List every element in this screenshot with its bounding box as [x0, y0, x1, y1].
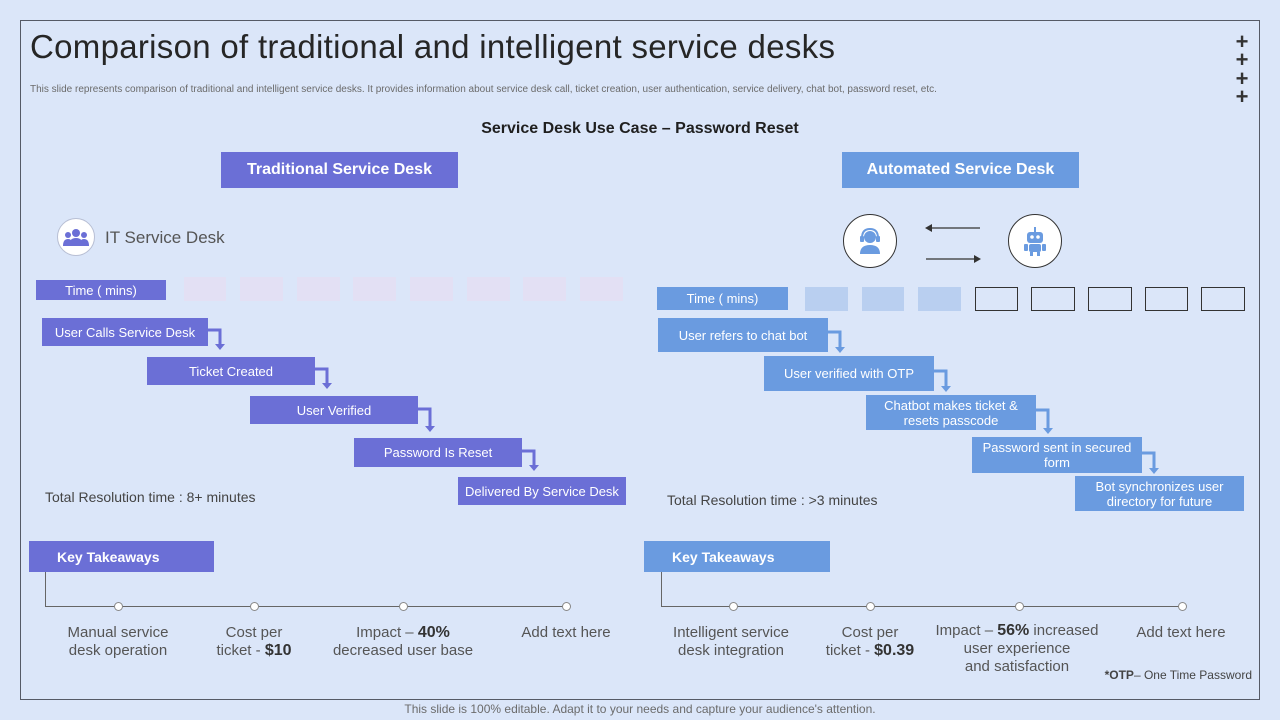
timeline-dot — [866, 602, 875, 611]
takeaway-item: Add text here — [1136, 624, 1226, 641]
traditional-total-time: Total Resolution time : 8+ minutes — [45, 489, 256, 505]
time-cell — [580, 277, 623, 301]
takeaway-item: Impact – 56% increased user experience a… — [935, 622, 1099, 675]
time-axis-label: Time ( mins) — [36, 280, 166, 300]
it-service-desk-label: IT Service Desk — [105, 228, 225, 247]
plus-icon: + — [1235, 84, 1249, 109]
time-cell — [240, 277, 283, 301]
slide-footer: This slide is 100% editable. Adapt it to… — [404, 702, 876, 716]
timeline-line — [45, 606, 567, 607]
automated-heading: Automated Service Desk — [842, 152, 1079, 188]
automated-step: Chatbot makes ticket & resets passcode — [866, 395, 1036, 430]
plus-icon: + — [1235, 66, 1249, 91]
timeline-dot — [114, 602, 123, 611]
traditional-step: Password Is Reset — [354, 438, 522, 467]
automated-step: Password sent in secured form — [972, 437, 1142, 473]
automated-step: User refers to chat bot — [658, 318, 828, 352]
step-arrow-icon — [1036, 408, 1053, 434]
time-cell — [297, 277, 340, 301]
time-axis-label: Time ( mins) — [657, 287, 788, 310]
time-cell — [975, 287, 1018, 311]
time-cell — [805, 287, 848, 311]
timeline-dot — [1015, 602, 1024, 611]
step-arrow-icon — [418, 407, 435, 432]
traditional-key-takeaways: Key Takeaways — [29, 541, 214, 572]
step-arrow-icon — [1142, 451, 1159, 474]
time-cell — [1088, 287, 1132, 311]
takeaway-item: Cost per ticket - $0.39 — [825, 624, 915, 659]
timeline-line — [661, 606, 1183, 607]
step-arrow-icon — [522, 449, 539, 471]
timeline-dot — [1178, 602, 1187, 611]
step-arrow-icon — [208, 328, 225, 350]
agent-headset-icon — [843, 214, 897, 268]
traditional-step: User Calls Service Desk — [42, 318, 208, 346]
otp-footnote: *OTP– One Time Password — [1104, 668, 1252, 682]
timeline-dot — [250, 602, 259, 611]
traditional-step: Ticket Created — [147, 357, 315, 385]
arrow-left-icon — [925, 224, 980, 232]
time-cell — [1145, 287, 1188, 311]
timeline-connector — [661, 572, 662, 607]
step-arrow-icon — [934, 369, 951, 392]
takeaway-item: Cost per ticket - $10 — [216, 624, 292, 659]
automated-key-takeaways: Key Takeaways — [644, 541, 830, 572]
slide-frame — [20, 20, 1260, 700]
traditional-step: Delivered By Service Desk — [458, 477, 626, 505]
time-cell — [918, 287, 961, 311]
plus-icon: + — [1235, 29, 1249, 54]
people-icon — [57, 218, 95, 256]
time-cell — [1031, 287, 1075, 311]
use-case-heading: Service Desk Use Case – Password Reset — [481, 120, 799, 137]
traditional-step: User Verified — [250, 396, 418, 424]
time-cell — [410, 277, 453, 301]
plus-icon: + — [1235, 47, 1249, 72]
takeaway-item: Add text here — [521, 624, 611, 641]
takeaway-item: Impact – 40% decreased user base — [332, 624, 474, 659]
step-arrow-icon — [315, 367, 332, 389]
automated-step: User verified with OTP — [764, 356, 934, 391]
time-cell — [467, 277, 510, 301]
automated-step: Bot synchronizes user directory for futu… — [1075, 476, 1244, 511]
timeline-dot — [729, 602, 738, 611]
time-cell — [862, 287, 904, 311]
time-cell — [1201, 287, 1245, 311]
page-title: Comparison of traditional and intelligen… — [30, 28, 836, 65]
arrow-right-icon — [926, 255, 981, 263]
timeline-dot — [399, 602, 408, 611]
step-arrow-icon — [828, 330, 845, 353]
traditional-heading: Traditional Service Desk — [221, 152, 458, 188]
page-subtitle: This slide represents comparison of trad… — [30, 84, 937, 95]
robot-icon — [1008, 214, 1062, 268]
timeline-dot — [562, 602, 571, 611]
time-cell — [523, 277, 566, 301]
automated-total-time: Total Resolution time : >3 minutes — [667, 492, 878, 508]
timeline-connector — [45, 572, 46, 607]
time-cell — [353, 277, 396, 301]
time-cell — [184, 277, 226, 301]
